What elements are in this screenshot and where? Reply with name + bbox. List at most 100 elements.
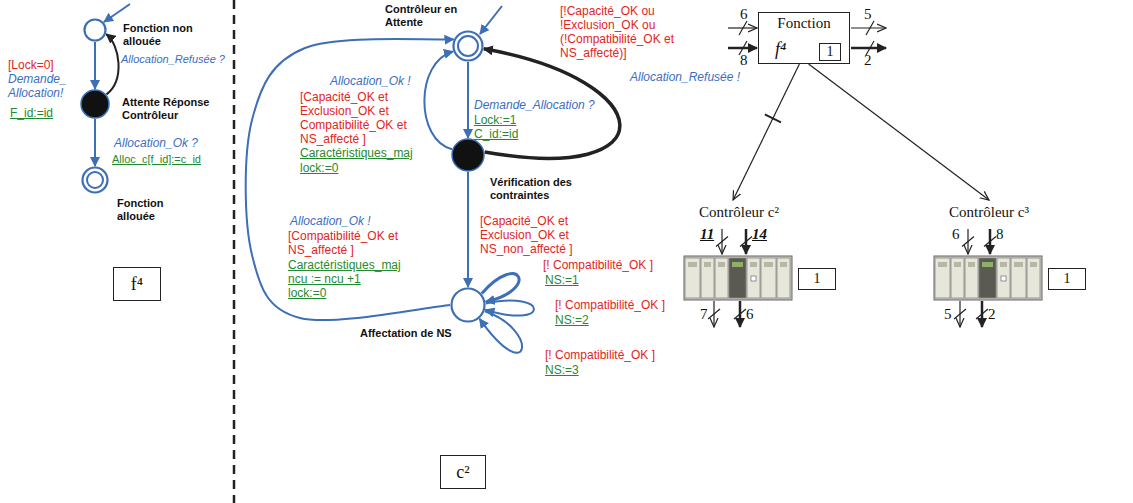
transition-arrow bbox=[246, 39, 454, 320]
plc-port bbox=[751, 276, 756, 281]
state-name: Contrôleur en Attente bbox=[385, 3, 463, 29]
state-name: Attente Réponse Contrôleur bbox=[122, 96, 217, 122]
signal-number: 14 bbox=[752, 226, 767, 243]
filled-circle bbox=[81, 90, 109, 118]
initial-arrow bbox=[104, 4, 130, 22]
plc-module bbox=[965, 258, 978, 298]
plc-led bbox=[954, 262, 961, 267]
action-label: NS:=2 bbox=[555, 313, 589, 327]
state-outline bbox=[83, 18, 107, 42]
signal-number: 8 bbox=[996, 226, 1004, 243]
plc-module bbox=[761, 258, 776, 298]
bus-slash bbox=[984, 237, 996, 247]
plc-illustrations bbox=[684, 229, 1042, 327]
plc-module bbox=[777, 258, 790, 298]
count-box: 1 bbox=[798, 268, 836, 290]
box-text: 1 bbox=[1064, 271, 1071, 287]
plc-led bbox=[1014, 262, 1023, 267]
plc-rack bbox=[934, 256, 1042, 300]
bus-slash bbox=[962, 237, 974, 247]
transition-arrow bbox=[733, 64, 799, 200]
guard-condition: [Lock=0] bbox=[8, 58, 54, 72]
count-box: 1 bbox=[1048, 268, 1086, 290]
action-label: lock:=0 bbox=[288, 286, 326, 300]
action-label: ncu := ncu +1 bbox=[288, 272, 361, 286]
box-text: c² bbox=[456, 462, 469, 482]
plc-module bbox=[935, 258, 950, 298]
action-label: Lock:=1 bbox=[474, 113, 516, 127]
state-outline bbox=[80, 89, 110, 119]
action-label: Alloc_c[f_id]:=c_id bbox=[112, 152, 201, 166]
signal-number: 5 bbox=[864, 6, 872, 23]
action-label: Caractéristiques_maj bbox=[300, 146, 413, 160]
bus-slash bbox=[976, 309, 988, 319]
state-outline bbox=[81, 166, 109, 194]
inner-circle bbox=[458, 36, 478, 56]
action-label: NS:=3 bbox=[545, 363, 579, 377]
plc-led bbox=[732, 262, 743, 267]
state-name: Fonction allouée bbox=[117, 197, 197, 223]
event-label: Demande_Allocation ? bbox=[474, 98, 595, 112]
plc-led bbox=[688, 262, 697, 267]
transient-state: Vérification des contraintes bbox=[451, 138, 485, 172]
guard-condition: [! Compatibilité_OK ] bbox=[543, 258, 653, 272]
plc-module bbox=[997, 258, 1010, 298]
transition-arrow bbox=[482, 274, 519, 302]
controller-plc: Contrôleur c² bbox=[680, 200, 798, 304]
plc-module bbox=[1027, 258, 1040, 298]
state-circle: Fonction allouée bbox=[81, 166, 109, 194]
state-outline bbox=[450, 287, 486, 323]
event-label: Allocation_Refusée ! bbox=[630, 70, 745, 84]
guard-condition: [Compatibilité_OK et NS_affecté ] bbox=[288, 229, 418, 257]
signal-number: 11 bbox=[700, 226, 714, 243]
signal-number: 6 bbox=[740, 6, 748, 23]
transition-arrow bbox=[424, 52, 453, 150]
signal-number: 6 bbox=[746, 306, 754, 323]
circle bbox=[83, 168, 108, 193]
plc-led bbox=[750, 262, 757, 267]
event-label: Allocation_Ok ! bbox=[330, 74, 411, 88]
transition-arrow bbox=[480, 311, 522, 353]
guard-condition: [!Capacité_OK ou !Exclusion_OK ou (!Comp… bbox=[560, 4, 690, 60]
initial-arrow bbox=[480, 6, 502, 34]
state-outline bbox=[452, 30, 484, 62]
forbidden-mark bbox=[765, 114, 781, 122]
bus-slash bbox=[740, 237, 752, 247]
state-name: Fonction non allouée bbox=[123, 22, 208, 48]
plc-led bbox=[982, 262, 993, 267]
bus-slash bbox=[734, 309, 746, 319]
plc-module bbox=[747, 258, 760, 298]
circle bbox=[452, 289, 485, 322]
plc-led bbox=[780, 262, 787, 267]
state-name: Affectation de NS bbox=[360, 327, 460, 340]
controller-name: Contrôleur c³ bbox=[930, 204, 1048, 221]
transient-state: Attente Réponse Contrôleur bbox=[80, 89, 110, 119]
plc-module bbox=[951, 258, 964, 298]
function-box: Fonction f⁴ 1 bbox=[758, 12, 850, 64]
function-name: Fonction bbox=[759, 15, 849, 32]
plc-module bbox=[685, 258, 700, 298]
signal-number: 6 bbox=[952, 226, 960, 243]
plc-module bbox=[979, 258, 996, 298]
separator bbox=[233, 0, 236, 503]
box-text: 1 bbox=[814, 271, 821, 287]
inner-circle bbox=[87, 172, 103, 188]
automaton-tag: c² bbox=[440, 455, 486, 489]
state-name: Vérification des contraintes bbox=[490, 176, 572, 202]
function-index: f⁴ bbox=[775, 39, 786, 59]
signal-number: 5 bbox=[944, 306, 952, 323]
automaton-tag: f⁴ bbox=[113, 267, 161, 301]
transition-arrow bbox=[467, 172, 469, 287]
plc-module bbox=[715, 258, 728, 298]
state-circle: Fonction non allouée bbox=[83, 18, 107, 42]
guard-condition: [! Compatibilité_OK ] bbox=[555, 298, 665, 312]
filled-circle bbox=[452, 139, 484, 171]
plc-led bbox=[1030, 262, 1037, 267]
bus-slash bbox=[716, 237, 728, 247]
circle bbox=[454, 32, 483, 61]
plc-led bbox=[704, 262, 711, 267]
bus-slash bbox=[954, 309, 966, 319]
controller-plc: Contrôleur c³ bbox=[930, 200, 1048, 304]
count-box: 1 bbox=[819, 43, 841, 61]
